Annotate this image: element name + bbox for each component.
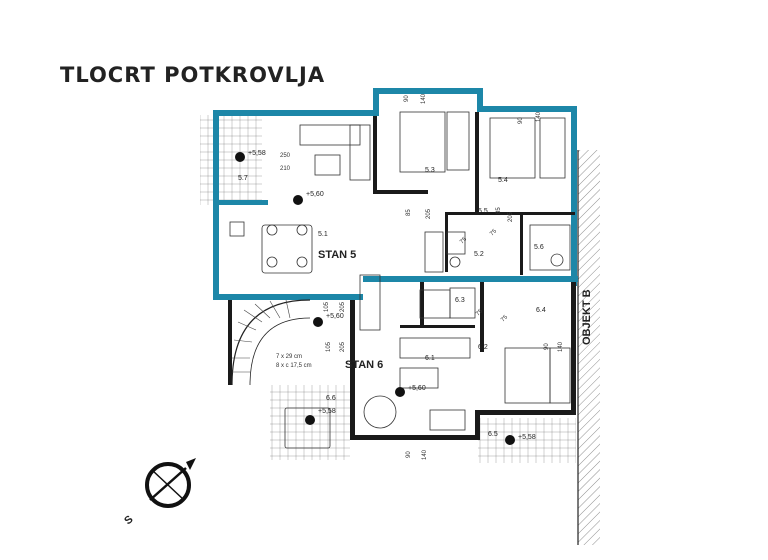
neighbor-building — [578, 150, 600, 545]
level-label: +5,60 — [408, 385, 426, 392]
stan5-walls — [213, 88, 578, 300]
room-label: 5.1 — [318, 231, 328, 238]
plan-title: TLOCRT POTKROVLJA — [60, 63, 325, 87]
staircase — [231, 299, 311, 386]
dimension-label: 205 — [340, 341, 346, 352]
dimension-label: 205 — [340, 301, 346, 312]
dimension-label: 205 — [508, 211, 514, 222]
dimension-label: 90 — [544, 343, 550, 350]
dimension-label: 85 — [496, 207, 502, 214]
apartment-label-stan5: STAN 5 — [318, 249, 356, 261]
stan5-interior — [373, 112, 575, 275]
room-label: 6.2 — [478, 344, 488, 351]
room-label: 6.4 — [536, 307, 546, 314]
dimension-label: 210 — [280, 166, 291, 172]
stairs-note: 7 x 29 cm — [276, 354, 302, 360]
dimension-label: 105 — [324, 301, 330, 312]
room-label: 6.5 — [488, 431, 498, 438]
room-label: 5.2 — [474, 251, 484, 258]
room-label: 5.7 — [238, 175, 248, 182]
room-label: 6.1 — [425, 355, 435, 362]
room-label: 5.5 — [478, 208, 488, 215]
dimension-label: 90 — [404, 95, 410, 102]
dimension-label: 250 — [280, 153, 291, 159]
dimension-label: 140 — [422, 449, 428, 460]
balcony-6-5 — [478, 418, 576, 463]
stan5-furniture — [229, 111, 571, 274]
dimension-label: 90 — [518, 117, 524, 124]
stan6-furniture — [284, 274, 571, 449]
room-label: 6.6 — [326, 395, 336, 402]
room-label: 5.4 — [498, 177, 508, 184]
level-label: +5,58 — [518, 434, 536, 441]
dimension-label: 75 — [500, 314, 509, 323]
room-label: 5.6 — [534, 244, 544, 251]
dimension-label: 90 — [406, 451, 412, 458]
neighbor-label: OBJEKT B — [581, 289, 593, 345]
dimension-label: 75 — [489, 228, 498, 237]
room-label: 5.3 — [425, 167, 435, 174]
dimension-label: 105 — [326, 341, 332, 352]
north-arrow-icon: S — [122, 458, 196, 527]
level-markers — [235, 152, 515, 445]
dimension-label: 140 — [536, 111, 542, 122]
level-label: +5,58 — [248, 150, 266, 157]
level-label: +5,58 — [318, 408, 336, 415]
dimension-label: 140 — [421, 93, 427, 104]
svg-text:S: S — [122, 513, 135, 527]
level-label: +5,60 — [306, 191, 324, 198]
stairs-note: 8 x c 17,5 cm — [276, 363, 312, 369]
room-label: 6.3 — [455, 297, 465, 304]
level-label: +5,60 — [326, 313, 344, 320]
dimension-label: 75 — [459, 236, 468, 245]
dimension-label: 205 — [426, 208, 432, 219]
dimension-label: 75 — [475, 308, 484, 317]
balcony-5-7 — [200, 115, 262, 205]
dimension-label: 140 — [558, 341, 564, 352]
stan6-walls — [228, 282, 576, 440]
apartment-label-stan6: STAN 6 — [345, 359, 383, 371]
dimension-label: 85 — [406, 209, 412, 216]
